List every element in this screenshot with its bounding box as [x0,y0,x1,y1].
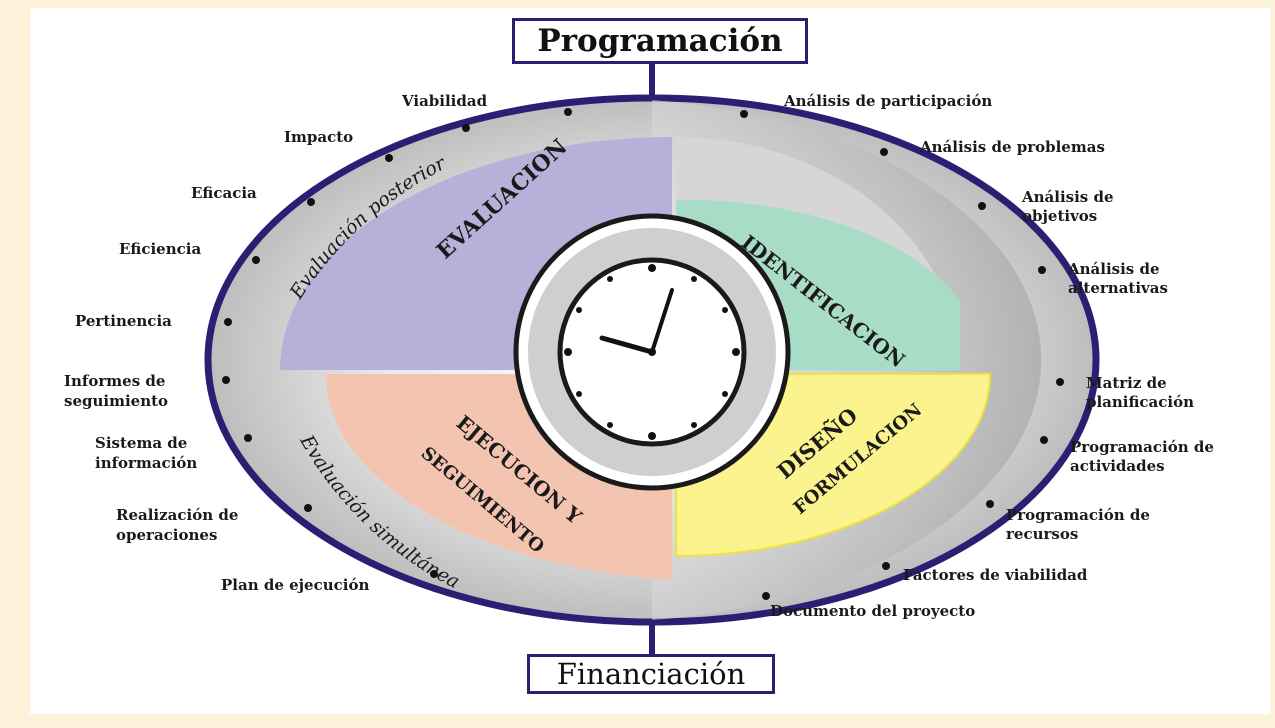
clock-center [648,348,656,356]
label-matriz-line2: planificación [1086,393,1195,411]
clock-minute-hand [650,288,674,354]
label-alternativas-line1: Análisis de [1068,260,1160,278]
label-realizacion-line2: operaciones [116,526,218,544]
label-sistema-line1: Sistema de [95,434,188,452]
label-documento: Documento del proyecto [770,602,976,620]
label-actividades-line1: Programación de [1070,438,1214,456]
label-participacion: Análisis de participación [784,92,993,110]
label-recursos-line2: recursos [1006,525,1079,543]
label-plan: Plan de ejecución [221,576,370,594]
label-pertinencia: Pertinencia [75,312,172,330]
label-alternativas-line2: alternativas [1068,279,1168,297]
label-objetivos-line2: objetivos [1022,207,1098,225]
label-objetivos-line1: Análisis de [1022,188,1114,206]
label-eficacia: Eficacia [191,184,257,202]
label-sistema-line2: información [95,454,198,472]
label-recursos-line1: Programación de [1006,506,1150,524]
clock-hour-hand [599,335,655,355]
label-factores: Factores de viabilidad [903,566,1088,584]
financiacion-box: Financiación [527,654,775,694]
label-realizacion-line1: Realización de [116,506,239,524]
label-actividades-line2: actividades [1070,457,1165,475]
label-informes-line1: Informes de [64,372,166,390]
clock-ticks [564,264,740,440]
label-problemas: Análisis de problemas [920,138,1105,156]
label-impacto: Impacto [284,128,354,146]
programacion-box: Programación [512,18,808,64]
label-matriz-line1: Matriz de [1086,374,1167,392]
label-viabilidad: Viabilidad [402,92,488,110]
label-informes-line2: seguimiento [64,392,169,410]
ring-markers [222,108,1064,600]
label-eficiencia: Eficiencia [119,240,202,258]
